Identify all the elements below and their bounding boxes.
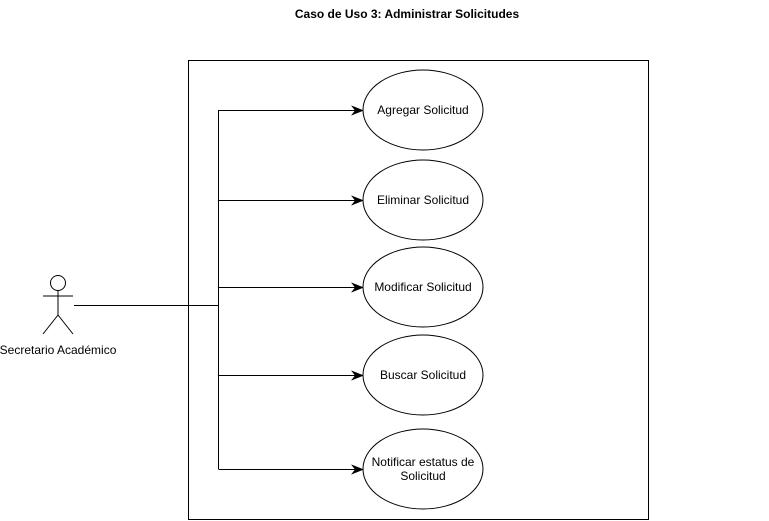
use-case-buscar-solicitud: Buscar Solicitud	[218, 334, 484, 416]
use-case-ellipse	[362, 159, 484, 241]
system-boundary	[188, 60, 649, 520]
use-case-label: Eliminar Solicitud	[377, 193, 469, 207]
use-case-ellipse	[362, 334, 484, 416]
use-case-ellipse	[362, 69, 484, 151]
arrowhead	[351, 105, 364, 116]
use-case-ellipse	[362, 428, 484, 510]
use-case-ellipse	[362, 246, 484, 328]
use-case-label: Solicitud	[400, 469, 445, 483]
diagram-title: Caso de Uso 3: Administrar Solicitudes	[295, 7, 520, 21]
use-case-label: Buscar Solicitud	[380, 368, 466, 382]
actor-secretario-academico	[42, 275, 74, 335]
use-case-label: Modificar Solicitud	[374, 280, 471, 294]
actor-left-leg	[42, 314, 59, 335]
use-case-agregar-solicitud: Agregar Solicitud	[218, 69, 484, 151]
arrowhead	[351, 282, 364, 293]
arrowhead	[351, 195, 364, 206]
use-case-label: Notificar estatus de	[372, 455, 475, 469]
use-case-eliminar-solicitud: Eliminar Solicitud	[218, 159, 484, 241]
arrowhead	[351, 370, 364, 381]
actor-head	[50, 275, 66, 291]
use-case-label: Agregar Solicitud	[377, 103, 468, 117]
arrowhead	[351, 464, 364, 475]
actor-label: Secretario Académico	[0, 343, 117, 357]
use-case-modificar-solicitud: Modificar Solicitud	[218, 246, 484, 328]
actor-right-leg	[57, 314, 74, 335]
